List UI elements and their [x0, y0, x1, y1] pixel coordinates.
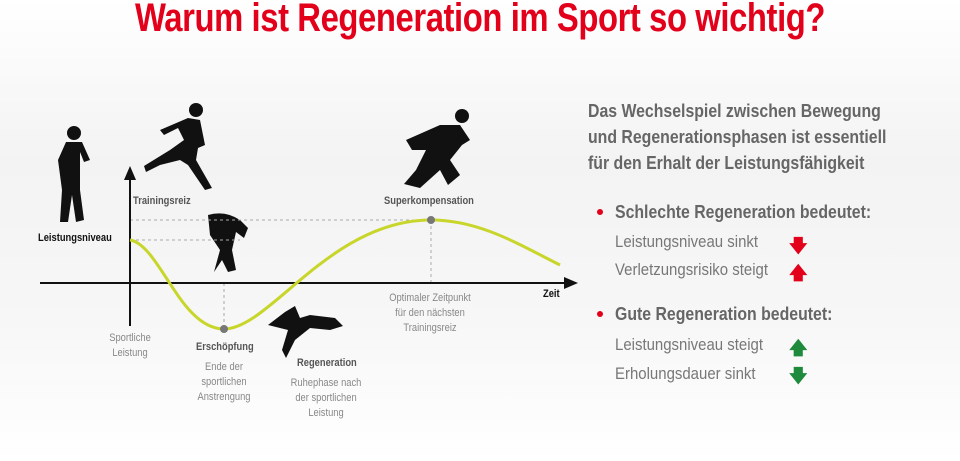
y-axis-label: Leistungsniveau	[38, 232, 112, 244]
bullet-icon	[597, 209, 603, 215]
bad-item: Leistungsniveau sinkt	[615, 232, 759, 251]
exhaustion-title: Erschöpfung	[196, 341, 254, 353]
x-axis-arrow-icon	[564, 277, 578, 289]
supercompensation-title: Superkompensation	[384, 195, 474, 207]
arrow-down-icon: 🡇	[789, 236, 808, 256]
training-label: Trainingsreiz	[133, 195, 191, 207]
figure-running-icon	[144, 103, 212, 190]
exhaustion-point	[220, 325, 228, 333]
intro-line: und Regenerationsphasen ist essentiell	[588, 127, 887, 147]
good-item: Erholungsdauer sinkt	[615, 364, 756, 383]
good-item: Leistungsniveau steigt	[615, 335, 764, 354]
intro-line: Das Wechselspiel zwischen Bewegung	[588, 101, 881, 121]
bad-regeneration-heading: Schlechte Regeneration bedeutet:	[615, 202, 872, 222]
regeneration-title: Regeneration	[297, 357, 357, 369]
figure-standing-icon	[58, 126, 90, 222]
exhaustion-desc: Ende der sportlichen Anstrengung	[197, 361, 251, 403]
figure-sprint-start-icon	[404, 109, 470, 188]
y-axis-arrow-icon	[124, 166, 136, 180]
intro-text: Das Wechselspiel zwischen Bewegung und R…	[588, 98, 886, 176]
regeneration-desc: Ruhephase nach der sportlichen Leistung	[290, 377, 362, 419]
x-axis-label: Zeit	[543, 288, 560, 300]
intro-line: für den Erhalt der Leistungsfähigkeit	[588, 153, 865, 173]
figure-bent-over-icon	[208, 213, 248, 272]
bullet-icon	[597, 311, 603, 317]
origin-label: Sportliche Leistung	[109, 332, 151, 359]
supercompensation-desc: Optimaler Zeitpunkt für den nächsten Tra…	[389, 292, 471, 334]
arrow-up-icon: 🡅	[789, 263, 808, 283]
figure-lying-icon	[268, 306, 343, 358]
arrow-down-icon: 🡇	[789, 366, 808, 386]
page-title: Warum ist Regeneration im Sport so wicht…	[134, 0, 826, 40]
arrow-up-icon: 🡅	[789, 338, 808, 358]
good-regeneration-heading: Gute Regeneration bedeutet:	[615, 304, 833, 324]
performance-curve	[129, 218, 561, 331]
supercompensation-point	[427, 216, 435, 224]
bad-item: Verletzungsrisiko steigt	[615, 260, 769, 279]
